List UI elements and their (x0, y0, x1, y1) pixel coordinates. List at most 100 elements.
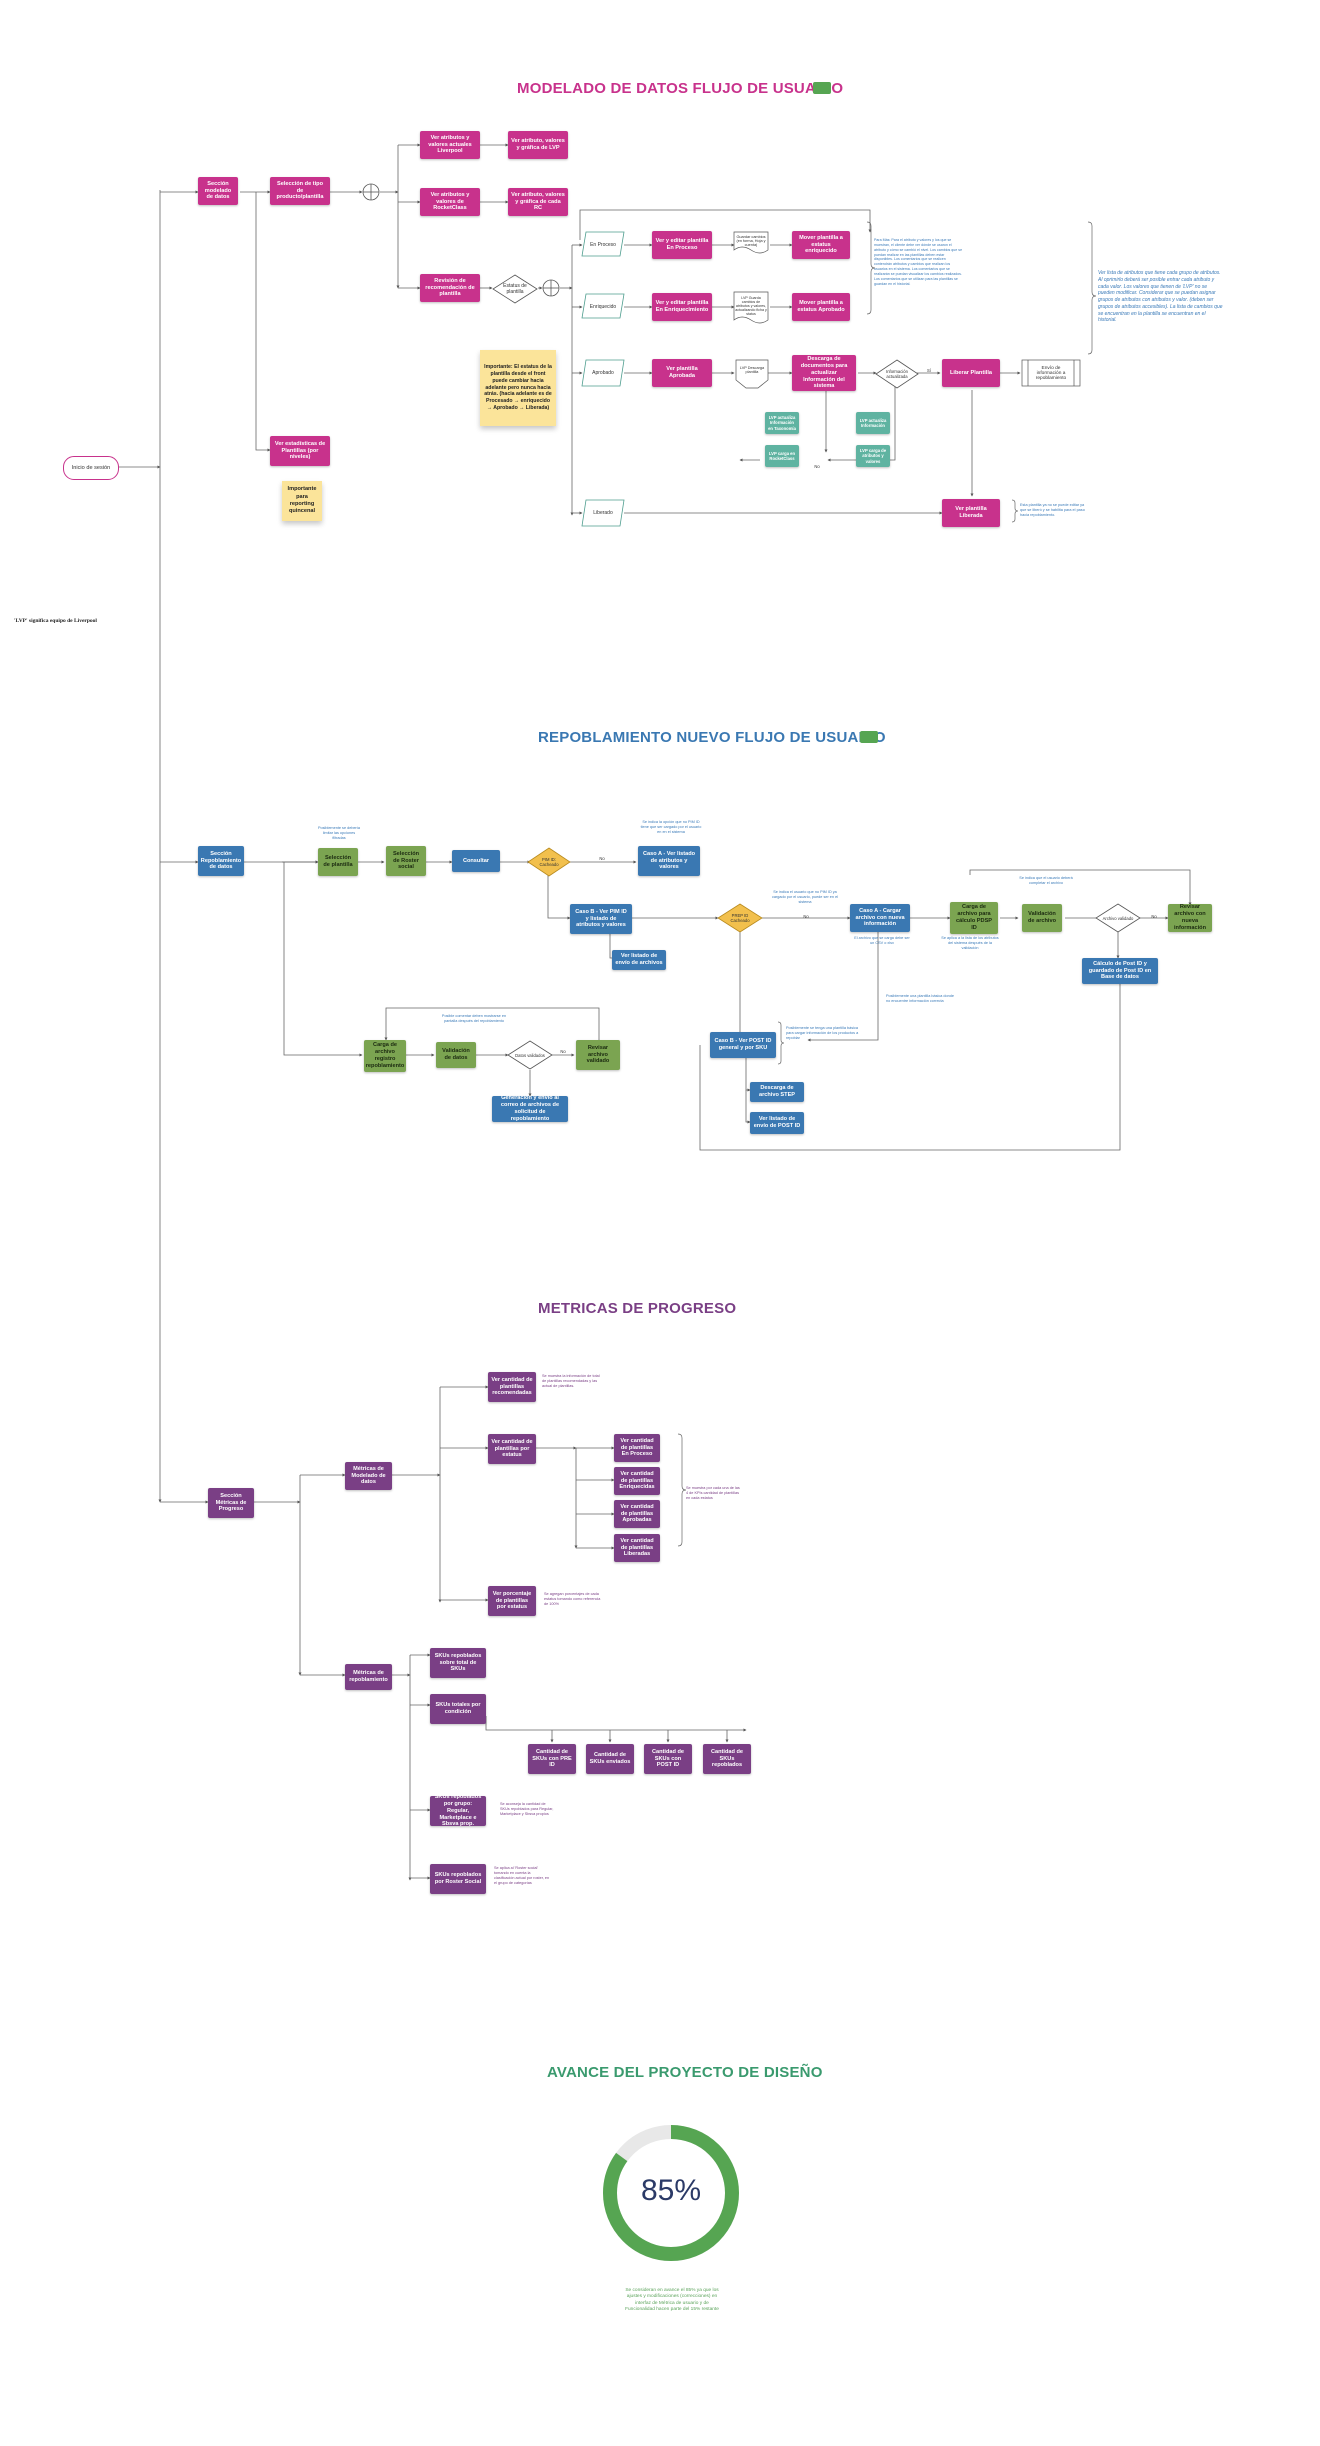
label: Caso B - Ver POST ID general y por SKU (714, 1038, 772, 1051)
note-caso-b2: Posiblemente se tenga una plantilla bási… (786, 1026, 866, 1041)
attr-rc-next-button[interactable]: Ver atributo, valores y gráfica de cada … (508, 188, 568, 216)
label: Selección de plantilla (323, 855, 353, 868)
validacion-button[interactable]: Validación de archivo (1022, 904, 1062, 932)
label: Guardar cambios (en forma, Hoja y cuenta… (736, 235, 766, 247)
teal-box-1[interactable]: LVP actualiza Información en Taxonomía (765, 412, 799, 434)
teal-box-3[interactable]: LVP carga en RocketClass (765, 445, 799, 467)
label: SKUs repoblados sobre total de SKUs (434, 1652, 482, 1673)
no-label-5: No (557, 1047, 569, 1055)
skus-total-button[interactable]: SKUs repoblados sobre total de SKUs (430, 1648, 486, 1678)
label: Ver plantilla Aprobada (666, 366, 698, 379)
liberar-button[interactable]: Liberar Plantilla (942, 359, 1000, 387)
teal-box-2[interactable]: LVP actualiza Información (856, 412, 890, 434)
metricas-modelado-button[interactable]: Métricas de Modelado de datos (345, 1462, 392, 1490)
teal-box-4[interactable]: LVP carga de atributos y valores (856, 445, 890, 467)
label: Se aplica a la lista de los atributos de… (941, 936, 999, 951)
sub-estatus-4[interactable]: Ver cantidad de plantillas Liberadas (614, 1534, 660, 1562)
edit-enriq-button[interactable]: Ver y editar plantilla En Enriquecimient… (652, 293, 712, 321)
attr-rc-button[interactable]: Ver atributos y valores de RocketClass (420, 188, 480, 216)
skus-cond-button[interactable]: SKUs totales por condición (430, 1694, 486, 1724)
sub-estatus-3[interactable]: Ver cantidad de plantillas Aprobadas (614, 1500, 660, 1528)
sel-plantilla-button[interactable]: Selección de plantilla (318, 848, 358, 876)
ver-porcentaje-button[interactable]: Ver porcentaje de plantillas por estatus (488, 1586, 536, 1616)
sticky-report: Importante para reporting quincenal (282, 481, 322, 521)
ver-plantillas-button[interactable]: Ver cantidad de plantillas recomendadas (488, 1372, 536, 1402)
validacion2-button[interactable]: Validación de datos (436, 1042, 476, 1068)
caso-a2-button[interactable]: Caso A - Cargar archivo con nueva inform… (850, 904, 910, 932)
status-swatch-modelado (813, 82, 831, 94)
consultar-button[interactable]: Consultar (452, 850, 500, 872)
label: Se consideran en avance el 85% ya que lo… (625, 2288, 719, 2313)
generacion-button[interactable]: Generación y envío al correo de archivos… (492, 1095, 568, 1122)
label: LVP actualiza Información (859, 417, 887, 428)
view-aprob-button[interactable]: Ver plantilla Aprobada (652, 359, 712, 387)
revisar-button[interactable]: Revisar archivo con nueva información (1168, 904, 1212, 932)
section-title-metricas: METRICAS DE PROGRESO (538, 1300, 737, 1317)
state-decision-label: Estatus de plantilla (495, 280, 535, 298)
label: No (814, 463, 820, 469)
sel-roster-button[interactable]: Selección de Roster social (386, 846, 426, 876)
label: Validación de datos (442, 1048, 470, 1061)
caso-a-button[interactable]: Caso A - Ver listado de atributos y valo… (638, 846, 700, 876)
skus-grupo-button[interactable]: SKUs repoblados por grupo: Regular, Mark… (430, 1794, 486, 1827)
label: PIM ID: Cacheado (539, 857, 559, 867)
metricas-repoblamiento-button[interactable]: Métricas de repoblamiento (345, 1664, 392, 1690)
label: Métricas de Modelado de datos (351, 1465, 386, 1486)
mover-enriq-button[interactable]: Mover plantilla a estatus enriquecido (792, 231, 850, 259)
caso-b2-button[interactable]: Caso B - Ver POST ID general y por SKU (710, 1032, 776, 1058)
label: Ver atributos y valores de RocketClass (430, 191, 470, 212)
skus-sub-2[interactable]: Cantidad de SKUs enviados (586, 1744, 634, 1774)
label: Ver cantidad de plantillas Aprobadas (620, 1503, 654, 1524)
edit-process-button[interactable]: Ver y editar plantilla En Proceso (652, 231, 712, 259)
attr-lvp-next-button[interactable]: Ver atributo, valores y gráfica de LVP (508, 131, 568, 159)
label: No (1151, 913, 1157, 919)
info-actualizada-label: Información actualizada (878, 366, 916, 382)
note-porcentaje: Se agregan porcentajes de cada estatus t… (544, 1592, 604, 1607)
state-liberado: Liberado (584, 506, 622, 520)
label: LVP carga en RocketClass (768, 450, 796, 461)
modelado-section-button[interactable]: Sección modelado de datos (198, 177, 238, 205)
skus-sub-4[interactable]: Cantidad de SKUs repoblados (703, 1744, 751, 1774)
view-liber-button[interactable]: Ver plantilla Liberada (942, 499, 1000, 527)
skus-sub-1[interactable]: Cantidad de SKUs con PRE ID (528, 1744, 576, 1774)
reco-button[interactable]: Revisión de recomendación de plantilla (420, 274, 480, 302)
metricas-section-button[interactable]: Sección Métricas de Progreso (208, 1488, 254, 1518)
skus-sub-3[interactable]: Cantidad de SKUs con POST ID (644, 1744, 692, 1774)
section-title-avance: AVANCE DEL PROYECTO DE DISEÑO (547, 2064, 823, 2081)
sub-estatus-2[interactable]: Ver cantidad de plantillas Enriquecidas (614, 1467, 660, 1495)
label: Se aplica al 'Roster social' tomando en … (494, 1866, 550, 1886)
start-node[interactable]: Inicio de sesión (63, 456, 119, 480)
descarga-docs-button[interactable]: Descarga de documentos para actualizar I… (792, 355, 856, 391)
label: Caso A - Ver listado de atributos y valo… (642, 850, 696, 871)
label: Importante para reporting quincenal (287, 486, 317, 515)
state-enriquecido: Enriquecido (584, 300, 622, 314)
attr-lvp-button[interactable]: Ver atributos y valores actuales Liverpo… (420, 131, 480, 159)
ver-estatus-button[interactable]: Ver cantidad de plantillas por estatus (488, 1434, 536, 1464)
ver-listado2-button[interactable]: Ver listado de envío de POST ID (750, 1112, 804, 1134)
descarga-step-button[interactable]: Descarga de archivo STEP (750, 1082, 804, 1102)
caso-b-button[interactable]: Caso B - Ver PIM ID y listado de atribut… (570, 904, 632, 934)
ver-listado-button[interactable]: Ver listado de envío de archivos (612, 950, 666, 970)
skus-roster-button[interactable]: SKUs repoblados por Roster Social (430, 1864, 486, 1894)
carga-arch-button[interactable]: Carga de archivo para cálculo PDSP ID (950, 902, 998, 934)
label: No (560, 1048, 566, 1054)
label: Selección de Roster social (392, 850, 420, 871)
label: Validación de archivo (1028, 911, 1056, 924)
mover-aprob-button[interactable]: Mover plantilla a estatus Aprobado (792, 293, 850, 321)
stats-button[interactable]: Ver estadísticas de Plantillas (por nive… (270, 436, 330, 466)
label: Selección de tipo de producto/plantilla (276, 180, 324, 201)
carga-rep-button[interactable]: Carga de archivo registro repoblamiento (364, 1040, 406, 1072)
sub-estatus-1[interactable]: Ver cantidad de plantillas En Proceso (614, 1434, 660, 1462)
select-type-button[interactable]: Selección de tipo de producto/plantilla (270, 177, 330, 205)
label: Se indica la opción que no PIM ID tiene … (640, 820, 702, 835)
section-title-modelado: MODELADO DE DATOS FLUJO DE USUARIO (517, 80, 844, 97)
repoblamiento-section-button[interactable]: Sección Repoblamiento de datos (198, 846, 244, 876)
label: Se muestra la información de total de pl… (542, 1374, 600, 1389)
label: Posiblemente una plantilla básica donde … (886, 994, 954, 1004)
revisar2-button[interactable]: Revisar archivo validado (576, 1040, 620, 1070)
label: LVP Guarda cambios de atributos y valore… (735, 296, 767, 316)
calculo-button[interactable]: Cálculo de Post ID y guardado de Post ID… (1082, 958, 1158, 984)
pim-q-label: PIM ID: Cacheado (534, 852, 564, 872)
label: Liberado (593, 510, 613, 516)
